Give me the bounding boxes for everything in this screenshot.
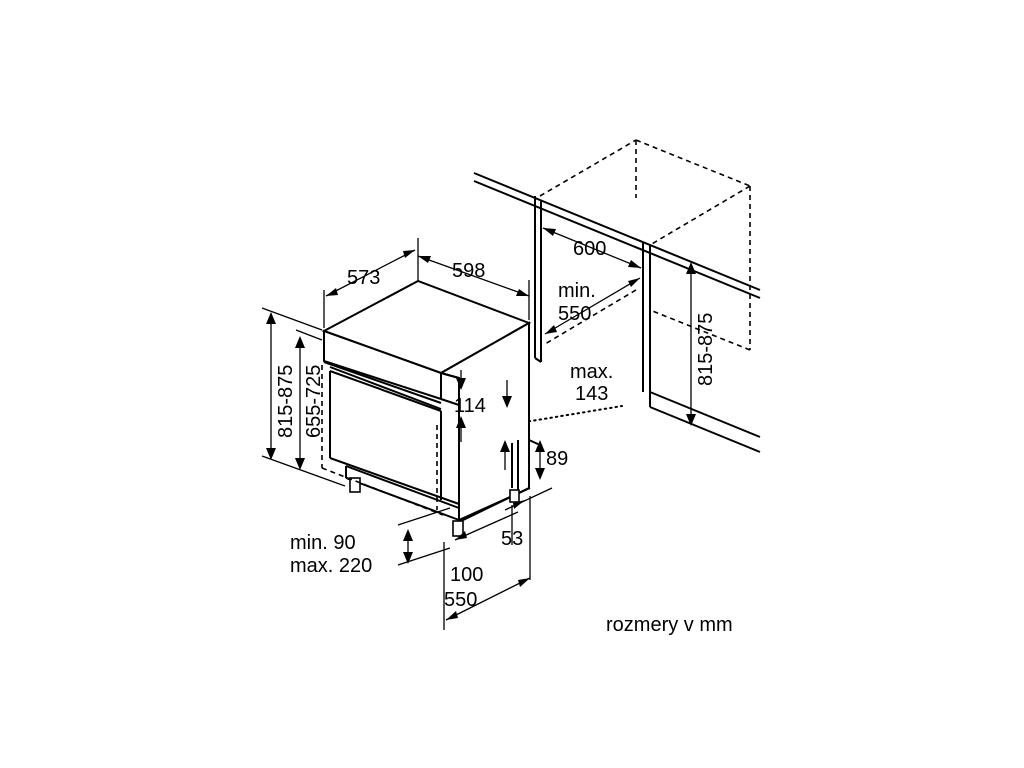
dimension-plinth-89 (535, 440, 545, 480)
dimension-plinth-53 (504, 487, 553, 580)
dimension-depth (323, 249, 416, 328)
label-niche-depth-550: 550 (558, 303, 591, 325)
dimension-panel-114 (456, 370, 512, 470)
dimension-height-outer (261, 307, 346, 487)
dishwasher-body (321, 279, 541, 524)
label-niche-143: 143 (575, 383, 608, 405)
door-outline-dashed (321, 365, 444, 516)
label-niche-height: 815-875 (695, 313, 717, 386)
dimension-niche-width (542, 227, 642, 269)
label-niche-depth-min: min. (558, 280, 596, 302)
label-plinth-min: min. 90 (290, 532, 356, 554)
units-caption: rozmery v mm (606, 614, 733, 636)
label-depth-573: 573 (347, 267, 380, 289)
label-height-outer: 815-875 (275, 365, 297, 438)
label-plinth-89: 89 (546, 448, 568, 470)
label-niche-max: max. (570, 361, 613, 383)
label-plinth-53: 53 (501, 528, 523, 550)
label-plinth-max: max. 220 (290, 555, 372, 577)
installation-niche (473, 139, 761, 453)
label-width-598: 598 (452, 260, 485, 282)
dimension-niche-depth (544, 277, 641, 335)
dimension-depth-550 (445, 577, 531, 621)
dishwasher-feet (349, 477, 520, 537)
label-depth-550: 550 (444, 589, 477, 611)
dimension-niche-height (686, 262, 696, 426)
label-panel-114: 114 (454, 395, 486, 417)
dimension-plinth-100 (443, 511, 519, 630)
label-plinth-100: 100 (450, 564, 483, 586)
label-height-inner: 655-725 (303, 365, 325, 438)
dimension-plinth-range (397, 507, 451, 566)
label-niche-width-600: 600 (573, 238, 606, 260)
dimension-height-inner (295, 329, 323, 470)
dimension-width (417, 238, 530, 320)
